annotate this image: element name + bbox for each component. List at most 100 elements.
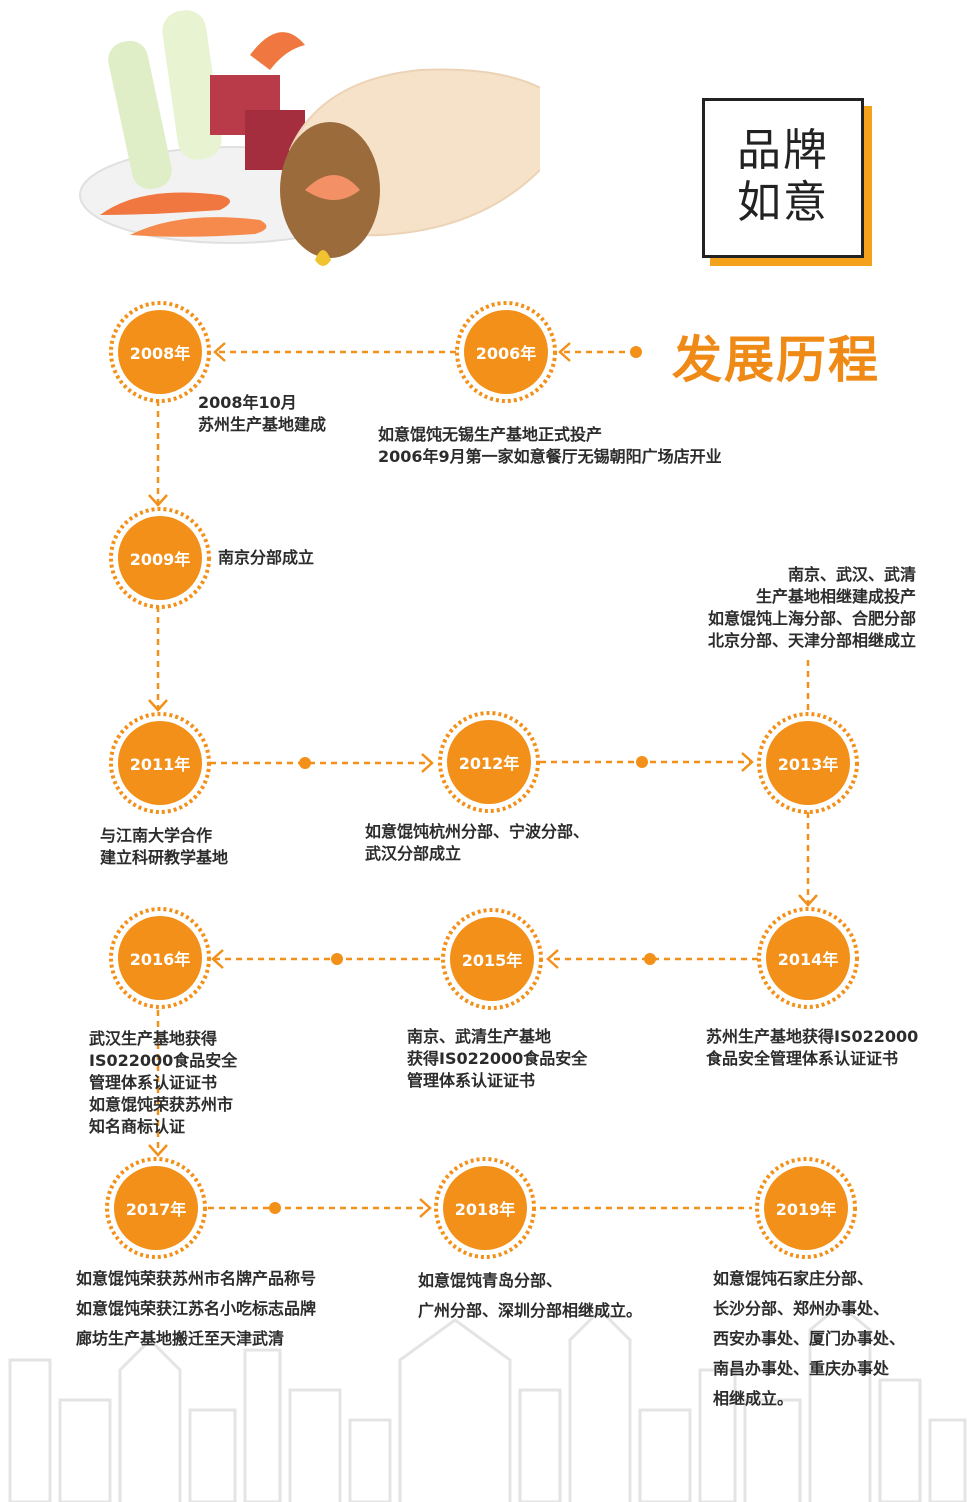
year-node [464,310,548,394]
year-node-ring [434,1157,536,1259]
node-year-2009: 2009年 [129,550,191,569]
desc-2006-line: 如意馄饨无锡生产基地正式投产 [378,425,603,444]
connector-arrow [741,752,754,772]
connector-dot [299,757,311,769]
brand-badge-line2: 如意 [737,177,829,228]
connector-dot [636,756,648,768]
desc-2015-line: 管理体系认证证书 [407,1071,536,1090]
year-node-ring [109,301,211,403]
desc-2013: 南京、武汉、武清 生产基地相继建成投产 如意馄饨上海分部、合肥分部 北京分部、天… [708,564,916,652]
node-year-2012: 2012年 [458,754,520,773]
desc-2015-line: 获得IS022000食品安全 [407,1049,588,1068]
year-node [450,917,534,1001]
desc-2011-line: 建立科研教学基地 [100,848,229,867]
desc-2017-line: 廊坊生产基地搬迁至天津武清 [76,1329,285,1348]
brand-badge-line1: 品牌 [737,125,829,176]
desc-2016-line: 知名商标认证 [89,1117,186,1136]
desc-2013-line: 北京分部、天津分部相继成立 [707,631,916,650]
desc-2013-line: 如意馄饨上海分部、合肥分部 [707,609,916,628]
desc-2015: 南京、武清生产基地 获得IS022000食品安全 管理体系认证证书 [407,1026,587,1092]
desc-2014: 苏州生产基地获得IS022000 食品安全管理体系认证证书 [706,1026,918,1070]
desc-2008-line: 2008年10月 [198,393,297,412]
node-year-2013: 2013年 [777,755,839,774]
year-node-ring [109,507,211,609]
desc-2019-line: 长沙分部、郑州办事处、 [713,1299,890,1318]
connector-arrow [148,699,168,712]
desc-2016-line: 管理体系认证证书 [89,1073,218,1092]
desc-2015-line: 南京、武清生产基地 [407,1027,552,1046]
connector-arrow [148,1144,168,1157]
node-year-2008: 2008年 [129,344,191,363]
node-year-2011: 2011年 [129,755,191,774]
year-node [118,516,202,600]
year-node-ring [757,712,859,814]
desc-2019-line: 相继成立。 [713,1389,794,1408]
desc-2008-line: 苏州生产基地建成 [198,415,327,434]
desc-2018-line: 广州分部、深圳分部相继成立。 [418,1301,643,1320]
desc-2006: 如意馄饨无锡生产基地正式投产 2006年9月第一家如意餐厅无锡朝阳广场店开业 [378,424,722,468]
desc-2018: 如意馄饨青岛分部、 广州分部、深圳分部相继成立。 [418,1266,642,1326]
year-node-ring [757,907,859,1009]
desc-2012-line: 如意馄饨杭州分部、宁波分部、 [365,822,590,841]
desc-2014-line: 食品安全管理体系认证证书 [706,1049,899,1068]
connector-arrow [213,342,226,362]
connector-arrow [211,949,224,969]
connector-arrow [546,949,559,969]
year-node-ring [455,301,557,403]
connector-arrow [148,494,168,507]
desc-2019-line: 西安办事处、厦门办事处、 [713,1329,906,1348]
brand-badge: 品牌 如意 [702,98,864,258]
year-node-ring [441,908,543,1010]
desc-2016-line: IS022000食品安全 [89,1051,238,1070]
connector-arrow [419,1198,432,1218]
node-year-2016: 2016年 [129,950,191,969]
year-node-ring [109,712,211,814]
node-year-2015: 2015年 [461,951,523,970]
desc-2018-line: 如意馄饨青岛分部、 [418,1271,563,1290]
desc-2014-line: 苏州生产基地获得IS022000 [706,1027,919,1046]
year-node [114,1166,198,1250]
desc-2017-line: 如意馄饨荣获江苏名小吃标志品牌 [76,1299,317,1318]
year-node-ring [755,1157,857,1259]
node-year-2017: 2017年 [125,1200,187,1219]
year-node [766,721,850,805]
desc-2008: 2008年10月 苏州生产基地建成 [198,392,326,436]
year-node-ring [109,907,211,1009]
connector-arrow [558,342,571,362]
desc-2009-line: 南京分部成立 [218,548,315,567]
desc-2012-line: 武汉分部成立 [365,844,462,863]
year-node [766,916,850,1000]
desc-2016-line: 武汉生产基地获得 [89,1029,218,1048]
desc-2016: 武汉生产基地获得 IS022000食品安全 管理体系认证证书 如意馄饨荣获苏州市… [89,1028,237,1138]
year-node [764,1166,848,1250]
desc-2012: 如意馄饨杭州分部、宁波分部、 武汉分部成立 [365,821,589,865]
desc-2019-line: 南昌办事处、重庆办事处 [713,1359,890,1378]
node-year-2014: 2014年 [777,950,839,969]
connector-dot [644,953,656,965]
node-year-2019: 2019年 [775,1200,837,1219]
connector-arrow [798,894,818,907]
year-node [118,310,202,394]
desc-2009: 南京分部成立 [218,547,314,569]
desc-2017: 如意馄饨荣获苏州市名牌产品称号 如意馄饨荣获江苏名小吃标志品牌 廊坊生产基地搬迁… [76,1264,316,1354]
desc-2013-line: 生产基地相继建成投产 [755,587,916,606]
desc-2006-line: 2006年9月第一家如意餐厅无锡朝阳广场店开业 [378,447,722,466]
year-node [118,916,202,1000]
desc-2013-line: 南京、武汉、武清 [787,565,916,584]
desc-2016-line: 如意馄饨荣获苏州市 [89,1095,234,1114]
desc-2011-line: 与江南大学合作 [100,826,213,845]
year-node [447,720,531,804]
year-node-ring [105,1157,207,1259]
connector-arrow [421,753,434,773]
page-title: 发展历程 [672,331,880,389]
year-node-ring [438,711,540,813]
desc-2011: 与江南大学合作 建立科研教学基地 [100,825,228,869]
node-year-2006: 2006年 [475,344,537,363]
city-skyline-illustration [8,1303,967,1502]
connector-dot [331,953,343,965]
desc-2017-line: 如意馄饨荣获苏州市名牌产品称号 [76,1269,317,1288]
desc-2019: 如意馄饨石家庄分部、 长沙分部、郑州办事处、 西安办事处、厦门办事处、 南昌办事… [713,1264,905,1414]
wonton-food-illustration [79,10,540,266]
